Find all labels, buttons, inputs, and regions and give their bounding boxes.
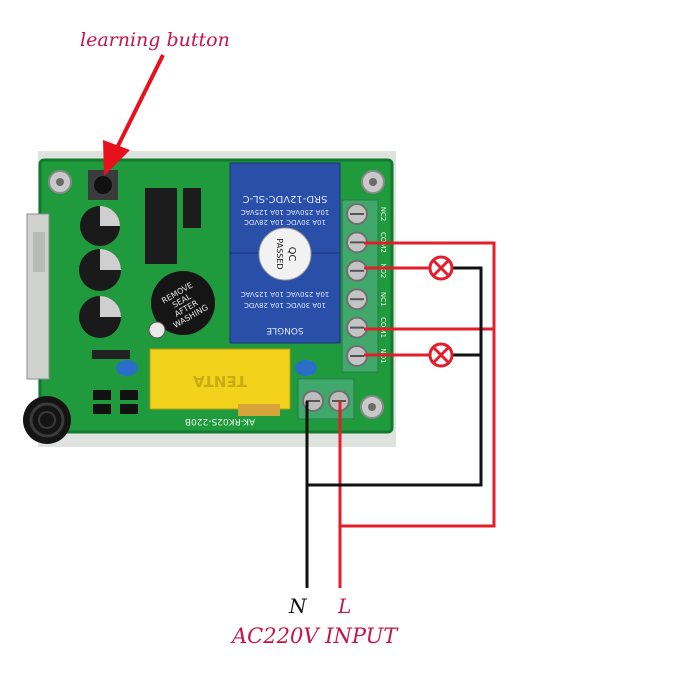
svg-text:10A 30VDC 10A 28VDC: 10A 30VDC 10A 28VDC [244,301,326,309]
antenna-coil [23,396,71,444]
live-wire [338,241,496,588]
diode [92,350,130,359]
ic-chip [145,188,177,264]
svg-text:PASSED: PASSED [275,238,284,269]
svg-text:10A 250VAC 10A 125VAC: 10A 250VAC 10A 125VAC [241,290,330,298]
live-label: L [338,594,352,618]
terminal-label: NC1 [379,292,387,307]
qc-passed-sticker: QC PASSED [258,227,312,281]
ic-chip-small [183,188,201,228]
ac-input-label: AC220V INPUT [232,624,398,648]
mounting-holes [48,170,385,419]
jumper-header [93,390,138,414]
learning-button [88,170,118,200]
neutral-wire [305,266,483,588]
fuse-resistor [238,404,280,416]
svg-text:AK-RK02S-220B: AK-RK02S-220B [185,416,255,426]
neutral-label: N [289,594,307,618]
lamp-1 [428,255,454,281]
learning-button-label: learning button [80,29,230,51]
terminal-label: NO2 [379,263,387,278]
terminal-block [341,199,379,373]
svg-text:TENTA: TENTA [193,372,247,390]
svg-text:SONGLE: SONGLE [266,325,304,335]
learning-button-arrow [103,54,165,176]
varistor [116,360,138,376]
electrolytic-capacitors [79,206,121,338]
svg-text:10A 250VAC 10A 125VAC: 10A 250VAC 10A 125VAC [241,208,330,216]
svg-text:10A 30VDC 10A 28VDC: 10A 30VDC 10A 28VDC [244,218,326,226]
relay-2: 10A 250VAC 10A 125VAC 10A 30VDC 10A 28VD… [229,252,341,344]
svg-text:SRD-12VDC-SL-C: SRD-12VDC-SL-C [243,193,328,204]
varistor [295,360,317,376]
lamp-2 [428,342,454,368]
terminal-label: NC2 [379,207,387,222]
svg-text:QC: QC [286,247,297,262]
buzzer: REMOVE SEAL AFTER WASHING [148,271,215,339]
safety-capacitor: TENTA [149,348,291,410]
